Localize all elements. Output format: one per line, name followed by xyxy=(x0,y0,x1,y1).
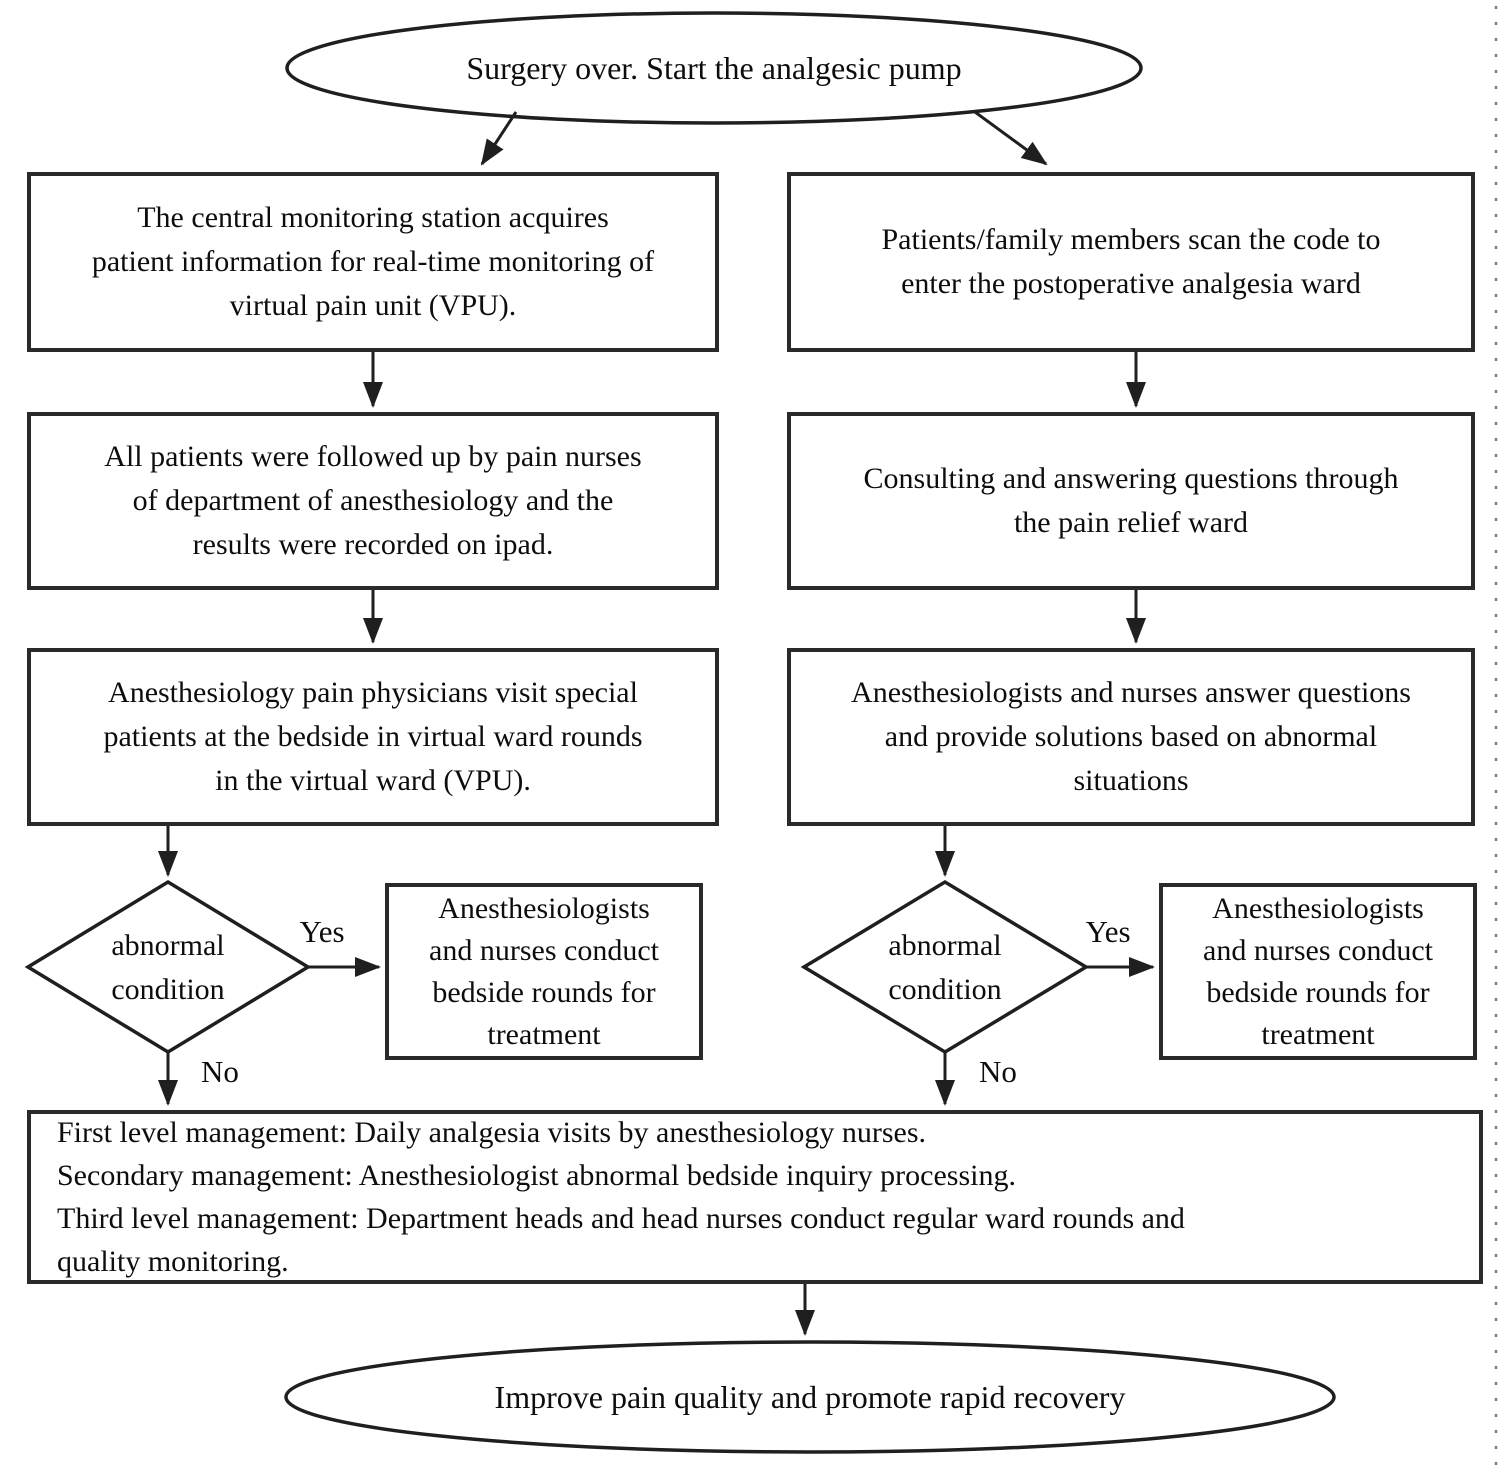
right-yes-action-line4: treatment xyxy=(1261,1017,1375,1051)
right-step1-box: Patients/family members scan the code to… xyxy=(787,172,1475,352)
right-decision-label: abnormal condition xyxy=(825,895,1065,1040)
left-step1-line1: The central monitoring station acquires xyxy=(137,201,609,234)
right-yes-label: Yes xyxy=(1085,914,1131,949)
right-step1-line2: enter the postoperative analgesia ward xyxy=(901,267,1361,300)
left-no-label: No xyxy=(201,1054,239,1089)
end-ellipse xyxy=(284,1340,1336,1454)
right-no-label: No xyxy=(979,1054,1017,1089)
left-yes-action-line4: treatment xyxy=(487,1017,601,1051)
left-step3-box: Anesthesiology pain physicians visit spe… xyxy=(27,648,719,826)
end-label: Improve pain quality and promote rapid r… xyxy=(494,1379,1126,1415)
right-step2-box: Consulting and answering questions throu… xyxy=(787,412,1475,590)
management-line3: Third level management: Department heads… xyxy=(57,1202,1185,1235)
management-line2: Secondary management: Anesthesiologist a… xyxy=(57,1159,1016,1192)
left-step2-box: All patients were followed up by pain nu… xyxy=(27,412,719,590)
left-decision-label: abnormal condition xyxy=(48,895,288,1040)
right-decision-line2: condition xyxy=(888,972,1002,1006)
left-yes-action-line2: and nurses conduct xyxy=(429,933,659,967)
management-line4: quality monitoring. xyxy=(57,1245,289,1278)
management-line1: First level management: Daily analgesia … xyxy=(57,1116,926,1149)
right-yes-action-line3: bedside rounds for xyxy=(1206,975,1430,1009)
left-yes-action-line3: bedside rounds for xyxy=(432,975,656,1009)
right-yes-action-line1: Anesthesiologists xyxy=(1212,891,1424,925)
left-step3-line1: Anesthesiology pain physicians visit spe… xyxy=(108,676,638,709)
right-yes-action-box: Anesthesiologists and nurses conduct bed… xyxy=(1159,883,1477,1060)
start-ellipse xyxy=(285,11,1143,125)
left-step1-box: The central monitoring station acquires … xyxy=(27,172,719,352)
left-decision-line1: abnormal xyxy=(111,928,225,962)
left-step2-line2: of department of anesthesiology and the xyxy=(132,484,614,517)
arrow-start-to-right-step1 xyxy=(974,110,1048,166)
right-step2-line1: Consulting and answering questions throu… xyxy=(863,462,1399,495)
right-yes-action-line2: and nurses conduct xyxy=(1203,933,1433,967)
left-step2-line3: results were recorded on ipad. xyxy=(192,528,554,561)
left-step1-line3: virtual pain unit (VPU). xyxy=(229,289,517,322)
left-decision-line2: condition xyxy=(111,972,225,1006)
right-step2-line2: the pain relief ward xyxy=(1013,506,1249,539)
left-step3-line2: patients at the bedside in virtual ward … xyxy=(103,720,643,753)
left-step2-line1: All patients were followed up by pain nu… xyxy=(104,440,642,473)
left-yes-action-box: Anesthesiologists and nurses conduct bed… xyxy=(385,883,703,1060)
left-yes-label: Yes xyxy=(299,914,345,949)
right-step3-box: Anesthesiologists and nurses answer ques… xyxy=(787,648,1475,826)
left-yes-action-line1: Anesthesiologists xyxy=(438,891,650,925)
right-step3-line2: and provide solutions based on abnormal xyxy=(884,720,1378,753)
arrow-start-to-left-step1 xyxy=(480,111,518,166)
left-step1-line2: patient information for real-time monito… xyxy=(91,245,655,278)
right-step3-line1: Anesthesiologists and nurses answer ques… xyxy=(851,676,1411,709)
left-step3-line3: in the virtual ward (VPU). xyxy=(215,764,531,797)
right-step1-line1: Patients/family members scan the code to xyxy=(881,223,1381,256)
start-label: Surgery over. Start the analgesic pump xyxy=(466,50,962,86)
right-decision-line1: abnormal xyxy=(888,928,1002,962)
management-box: First level management: Daily analgesia … xyxy=(27,1110,1483,1284)
right-step3-line3: situations xyxy=(1073,764,1189,797)
